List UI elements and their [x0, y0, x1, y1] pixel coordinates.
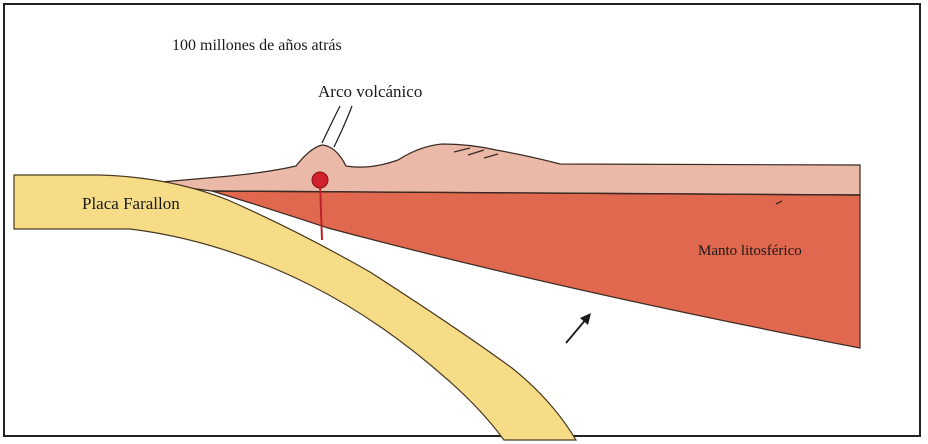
diagram-title: 100 millones de años atrás [172, 38, 342, 54]
flow-arrow [566, 313, 591, 343]
arc-leader-line-1 [322, 106, 340, 143]
volcanic-arc-label: Arco volcánico [318, 83, 422, 100]
magma-chamber [312, 172, 328, 188]
farallon-plate-label: Placa Farallon [82, 195, 180, 212]
lithospheric-mantle-label: Manto litosférico [698, 244, 802, 259]
continental-crust [150, 144, 860, 195]
